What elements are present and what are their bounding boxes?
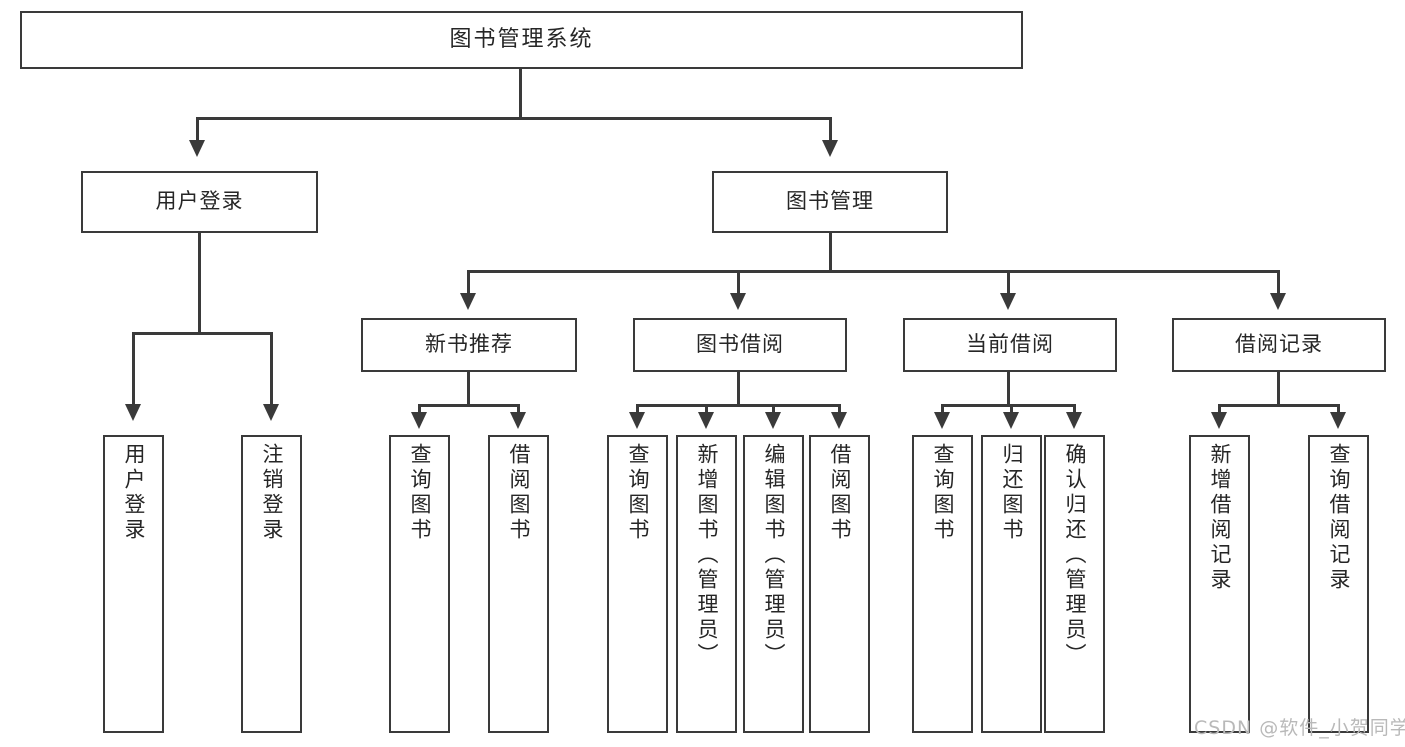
- edge-user-login-drop-2: [270, 332, 273, 406]
- edge-borrow-record-drop-1: [1218, 404, 1221, 416]
- leaf-label: 编辑图书（管理员）: [761, 443, 786, 668]
- leaf-label: 归还图书: [999, 443, 1024, 543]
- leaf-label: 新增图书（管理员）: [694, 443, 719, 668]
- edge-book-borrow-drop-1: [636, 404, 639, 416]
- edge-book-manage-drop-1: [467, 270, 470, 295]
- edge-book-manage-drop-2: [737, 270, 740, 295]
- leaf-user-login[interactable]: 用户登录: [103, 435, 164, 733]
- node-user-login[interactable]: 用户登录: [81, 171, 318, 233]
- node-new-book-recommend[interactable]: 新书推荐: [361, 318, 577, 372]
- edge-root-bus: [196, 117, 832, 120]
- arrow-current-borrow-leaf-1: [934, 412, 950, 429]
- node-borrow-record[interactable]: 借阅记录: [1172, 318, 1386, 372]
- leaf-label: 借阅图书: [506, 443, 531, 543]
- edge-root-to-book-manage: [829, 117, 832, 142]
- arrow-root-to-user-login: [189, 140, 205, 157]
- leaf-label: 确认归还（管理员）: [1062, 443, 1087, 668]
- edge-borrow-record-stem: [1277, 372, 1280, 406]
- leaf-label: 新增借阅记录: [1207, 443, 1232, 593]
- arrow-new-book-leaf-1: [411, 412, 427, 429]
- arrow-book-borrow-leaf-3: [765, 412, 781, 429]
- leaf-borrow-book[interactable]: 借阅图书: [809, 435, 870, 733]
- edge-current-borrow-drop-1: [941, 404, 944, 416]
- arrow-book-borrow-leaf-4: [831, 412, 847, 429]
- edge-book-borrow-stem: [737, 372, 740, 406]
- watermark-csdn: CSDN @软件_小贺同学: [1194, 717, 1405, 739]
- leaf-label: 查询图书: [407, 443, 432, 543]
- node-book-management[interactable]: 图书管理: [712, 171, 948, 233]
- leaf-label: 用户登录: [121, 443, 146, 543]
- leaf-label: 借阅图书: [827, 443, 852, 543]
- edge-book-borrow-drop-2: [705, 404, 708, 416]
- leaf-edit-book-admin[interactable]: 编辑图书（管理员）: [743, 435, 804, 733]
- edge-root-stem: [519, 69, 522, 119]
- node-book-borrow[interactable]: 图书借阅: [633, 318, 847, 372]
- arrow-to-borrow-record: [1270, 293, 1286, 310]
- leaf-label: 查询图书: [930, 443, 955, 543]
- leaf-add-book-admin[interactable]: 新增图书（管理员）: [676, 435, 737, 733]
- leaf-label: 注销登录: [259, 443, 284, 543]
- arrow-current-borrow-leaf-3: [1066, 412, 1082, 429]
- edge-current-borrow-stem: [1007, 372, 1010, 406]
- leaf-query-book-current[interactable]: 查询图书: [912, 435, 973, 733]
- arrow-to-book-borrow: [730, 293, 746, 310]
- edge-current-borrow-drop-3: [1073, 404, 1076, 416]
- arrow-to-new-book-recommend: [460, 293, 476, 310]
- leaf-add-borrow-record[interactable]: 新增借阅记录: [1189, 435, 1250, 733]
- edge-root-to-user-login: [196, 117, 199, 142]
- edge-new-book-drop-2: [517, 404, 520, 416]
- edge-user-login-drop-1: [132, 332, 135, 406]
- leaf-label: 查询图书: [625, 443, 650, 543]
- edge-new-book-stem: [467, 372, 470, 406]
- edge-user-login-stem: [198, 233, 201, 334]
- leaf-return-book[interactable]: 归还图书: [981, 435, 1042, 733]
- edge-current-borrow-drop-2: [1010, 404, 1013, 416]
- leaf-query-borrow-record[interactable]: 查询借阅记录: [1308, 435, 1369, 733]
- edge-book-manage-bus: [467, 270, 1279, 273]
- edge-new-book-drop-1: [418, 404, 421, 416]
- edge-book-borrow-drop-3: [772, 404, 775, 416]
- arrow-user-login-leaf-1: [125, 404, 141, 421]
- edge-new-book-bus: [418, 404, 520, 407]
- arrow-book-borrow-leaf-1: [629, 412, 645, 429]
- edge-user-login-bus: [132, 332, 273, 335]
- arrow-user-login-leaf-2: [263, 404, 279, 421]
- edge-current-borrow-bus: [941, 404, 1076, 407]
- leaf-logout[interactable]: 注销登录: [241, 435, 302, 733]
- arrow-borrow-record-leaf-1: [1211, 412, 1227, 429]
- arrow-to-current-borrow: [1000, 293, 1016, 310]
- arrow-root-to-book-manage: [822, 140, 838, 157]
- arrow-current-borrow-leaf-2: [1003, 412, 1019, 429]
- edge-book-borrow-drop-4: [838, 404, 841, 416]
- node-current-borrow[interactable]: 当前借阅: [903, 318, 1117, 372]
- edge-book-borrow-bus: [636, 404, 841, 407]
- edge-book-manage-stem: [829, 233, 832, 272]
- arrow-borrow-record-leaf-2: [1330, 412, 1346, 429]
- edge-book-manage-drop-4: [1277, 270, 1280, 295]
- leaf-borrow-book-recommend[interactable]: 借阅图书: [488, 435, 549, 733]
- arrow-new-book-leaf-2: [510, 412, 526, 429]
- leaf-label: 查询借阅记录: [1326, 443, 1351, 593]
- edge-borrow-record-drop-2: [1337, 404, 1340, 416]
- leaf-query-book-recommend[interactable]: 查询图书: [389, 435, 450, 733]
- leaf-confirm-return-admin[interactable]: 确认归还（管理员）: [1044, 435, 1105, 733]
- edge-borrow-record-bus: [1218, 404, 1340, 407]
- arrow-book-borrow-leaf-2: [698, 412, 714, 429]
- leaf-query-book-borrow[interactable]: 查询图书: [607, 435, 668, 733]
- node-root-system[interactable]: 图书管理系统: [20, 11, 1023, 69]
- edge-book-manage-drop-3: [1007, 270, 1010, 295]
